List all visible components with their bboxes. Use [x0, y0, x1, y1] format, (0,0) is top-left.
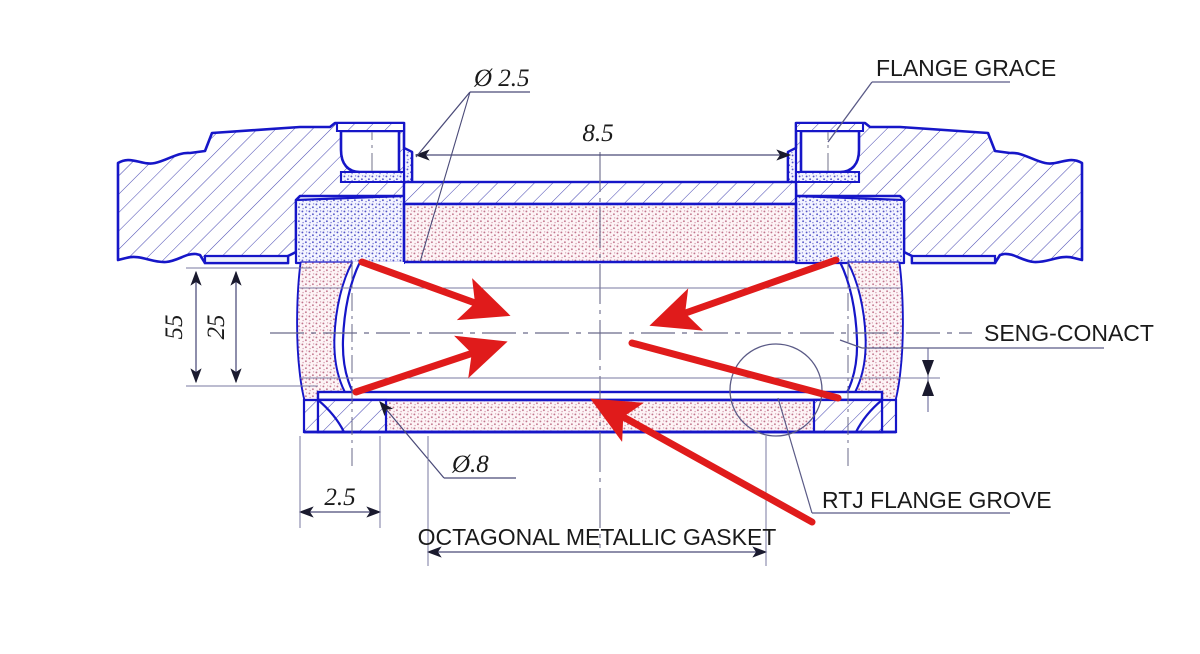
bottom-left-ring: [302, 398, 320, 434]
bottom-right-fillet: [855, 399, 883, 433]
annotation-seng-conact: SENG-CONACT: [839, 320, 1154, 349]
red-arrow-diagonal-right: [628, 339, 842, 402]
dia-0-8-leader: [379, 401, 445, 479]
red-pointer-arrows: [352, 256, 842, 526]
left-bolt-bore: [339, 129, 401, 174]
dia-2-5-leader-2: [419, 91, 471, 263]
left-bolt-bottom-ring: [339, 170, 406, 184]
right-bolt-bore: [799, 129, 861, 174]
dimension-25: 25: [203, 270, 242, 384]
bottom-left-ring-section: [302, 398, 388, 434]
seng-conact-leader: [839, 339, 863, 349]
annotation-rtj-flange-grove: RTJ FLANGE GROVE: [777, 397, 1052, 514]
small-vertical-dimension: [890, 348, 940, 412]
right-flange-body: [786, 121, 1084, 265]
rtj-leader: [777, 397, 813, 514]
dimension-dia-2-5: Ø 2.5: [415, 65, 530, 263]
annotation-octagonal-metallic-gasket: OCTAGONAL METALLIC GASKET: [418, 436, 777, 566]
left-bolt-hole: [335, 121, 406, 184]
red-arrow-bottom-long: [590, 398, 816, 526]
dimension-55: 55: [161, 267, 318, 387]
rtj-groove-outline: [729, 343, 823, 437]
dia-2-5-leader-1: [415, 91, 471, 158]
gasket-right-wall-fill: [838, 262, 903, 428]
red-arrow-lower-left: [352, 335, 508, 396]
dimension-2-5: 2.5: [298, 436, 382, 528]
dim-2-5-label: 2.5: [324, 484, 355, 511]
right-bolt-hole: [794, 121, 865, 184]
dimension-dia-0-8: Ø.8: [379, 401, 516, 479]
dimension-8-5: 8.5: [414, 120, 792, 161]
dim-25-label: 25: [203, 315, 230, 340]
flange-grace-label: FLANGE GRACE: [876, 55, 1056, 81]
bottom-left-fillet: [317, 399, 345, 433]
flange-grace-leader: [827, 81, 873, 143]
rtj-groove-circle: [729, 343, 823, 437]
dim-8-5-label: 8.5: [582, 120, 613, 147]
left-flange-lip: [203, 254, 290, 265]
bottom-right-ring: [880, 398, 898, 434]
annotation-flange-grace: FLANGE GRACE: [827, 55, 1056, 143]
dim-dia-2-5-label: Ø 2.5: [473, 65, 530, 92]
small-dim-arrow-up: [922, 380, 934, 396]
octagonal-metallic-gasket-label: OCTAGONAL METALLIC GASKET: [418, 524, 777, 550]
dim-55-label: 55: [161, 315, 188, 340]
red-arrow-upper-left: [358, 258, 511, 321]
bottom-right-ring-section: [812, 398, 898, 434]
left-lip-face: [203, 254, 290, 265]
right-bolt-top-ring: [794, 121, 865, 133]
right-bolt-bottom-ring: [794, 170, 861, 184]
small-dim-arrow-down: [922, 360, 934, 376]
red-arrow-upper-right: [649, 256, 840, 331]
rtj-flange-grove-label: RTJ FLANGE GROVE: [822, 487, 1052, 513]
dim-dia-0-8-label: Ø.8: [451, 451, 489, 478]
right-lip-face: [910, 254, 997, 265]
seng-conact-label: SENG-CONACT: [984, 320, 1154, 346]
left-bolt-top-ring: [335, 121, 406, 133]
